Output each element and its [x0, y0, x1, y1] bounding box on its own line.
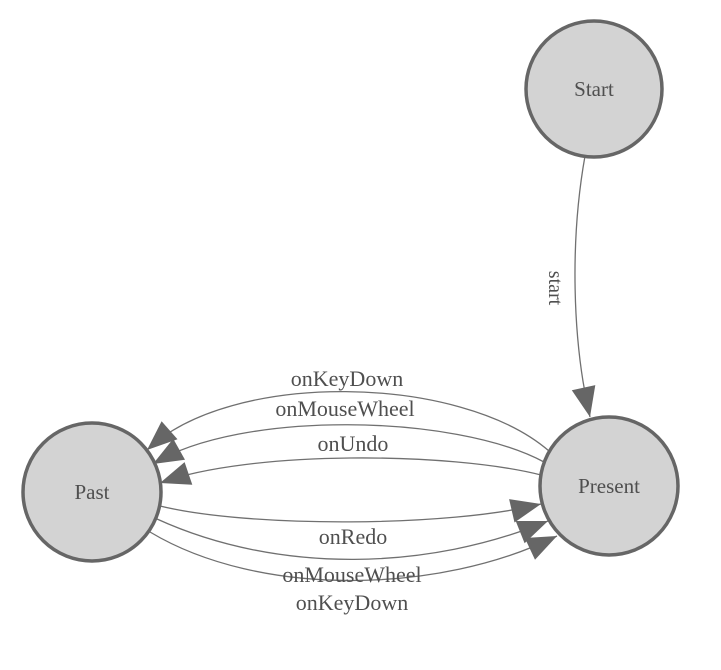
edge-past-to-present-onkeydown [149, 531, 558, 582]
present-state-label: Present [578, 474, 640, 498]
arrowheads [147, 385, 596, 560]
start-state-circle [524, 19, 664, 159]
edge-past-to-present-onredo [159, 503, 542, 523]
edge-label-onkeydown-upper: onKeyDown [291, 366, 403, 391]
past-state-label: Past [74, 480, 109, 504]
past-state-circle [21, 421, 163, 563]
edge-past-to-present-onmousewheel [156, 518, 549, 560]
arrowhead-icon [509, 499, 541, 523]
edge-labels: start onKeyDown onMouseWheel onUndo onRe… [275, 271, 566, 615]
start-state-label: Start [574, 77, 614, 101]
edge-label-onundo: onUndo [318, 431, 389, 456]
node-present: Present [538, 415, 680, 557]
edge-present-to-past-onundo [159, 457, 542, 484]
edge-label-onredo: onRedo [319, 524, 387, 549]
edge-present-to-past-onkeydown [146, 390, 550, 452]
arrowhead-icon [571, 385, 596, 417]
edge-start-to-present [574, 155, 591, 418]
arrowhead-icon [524, 536, 557, 560]
node-past: Past [21, 421, 163, 563]
present-state-circle [538, 415, 680, 557]
arrowhead-icon [515, 521, 548, 544]
edge-present-to-past-onmousewheel [152, 424, 545, 465]
edge-label-onmousewheel-upper: onMouseWheel [275, 396, 414, 421]
edge-label-start: start [544, 271, 566, 306]
arrowhead-icon [147, 421, 178, 450]
edge-label-onmousewheel-lower: onMouseWheel [282, 562, 421, 587]
arrowhead-icon [153, 438, 185, 464]
nodes: Start Past Present [21, 19, 680, 563]
arrowhead-icon [160, 462, 193, 485]
edges [146, 155, 591, 582]
node-start: Start [524, 19, 664, 159]
edge-label-onkeydown-lower: onKeyDown [296, 590, 408, 615]
